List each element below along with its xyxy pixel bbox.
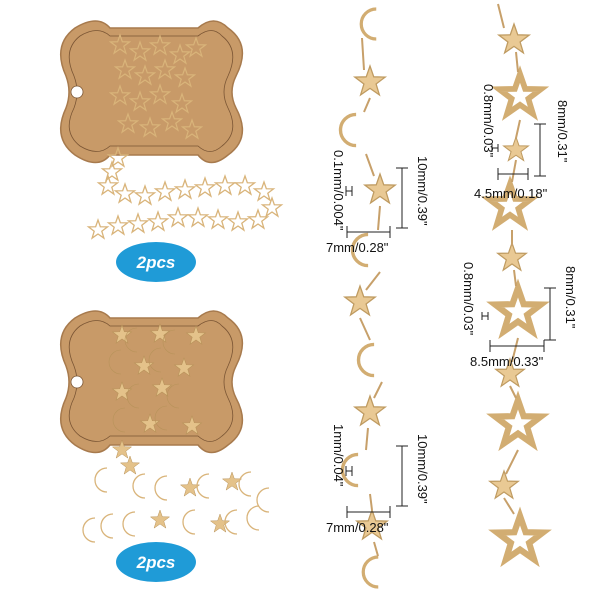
- spool-card-bottom: 2pcs: [59, 310, 270, 582]
- dim-small-height: 8mm/0.31": [555, 100, 570, 163]
- card-hang-hole: [70, 375, 84, 389]
- dimension-annotations-right: [481, 123, 556, 352]
- dim-large-thickness: 0.8mm/0.03": [461, 262, 476, 336]
- dim-width-bottom: 7mm/0.28": [326, 520, 389, 535]
- dimension-labels-right: 0.8mm/0.03" 8mm/0.31" 4.5mm/0.18" 0.8mm/…: [461, 84, 578, 369]
- star-moon-chain-closeup: [338, 7, 397, 589]
- dim-thickness-bottom: 1mm/0.04": [331, 424, 346, 487]
- dimension-labels-middle: 0.1mm/0.004" 10mm/0.39" 7mm/0.28" 1mm/0.…: [326, 150, 430, 535]
- spool-card-top: 2pcs: [59, 20, 283, 282]
- badge-label: 2pcs: [136, 253, 176, 272]
- badge-label: 2pcs: [136, 553, 176, 572]
- star-chain-closeup: [489, 3, 543, 559]
- dim-height-top: 10mm/0.39": [415, 156, 430, 226]
- quantity-badge-bottom: 2pcs: [116, 542, 196, 582]
- dim-width-top: 7mm/0.28": [326, 240, 389, 255]
- dim-small-thickness: 0.8mm/0.03": [481, 84, 496, 158]
- loose-chain-top: [87, 147, 283, 239]
- quantity-badge-top: 2pcs: [116, 242, 196, 282]
- dim-large-width: 8.5mm/0.33": [470, 354, 544, 369]
- card-inner-line: [68, 320, 234, 442]
- card-inner-line: [68, 30, 234, 152]
- dim-height-bottom: 10mm/0.39": [415, 434, 430, 504]
- dim-large-height: 8mm/0.31": [563, 266, 578, 329]
- loose-chain-bottom: [82, 439, 270, 543]
- dim-thickness-top: 0.1mm/0.004": [331, 150, 346, 231]
- card-shape: [59, 310, 244, 454]
- dim-small-width: 4.5mm/0.18": [474, 186, 548, 201]
- card-hang-hole: [70, 85, 84, 99]
- dimension-annotations-middle: [345, 167, 408, 518]
